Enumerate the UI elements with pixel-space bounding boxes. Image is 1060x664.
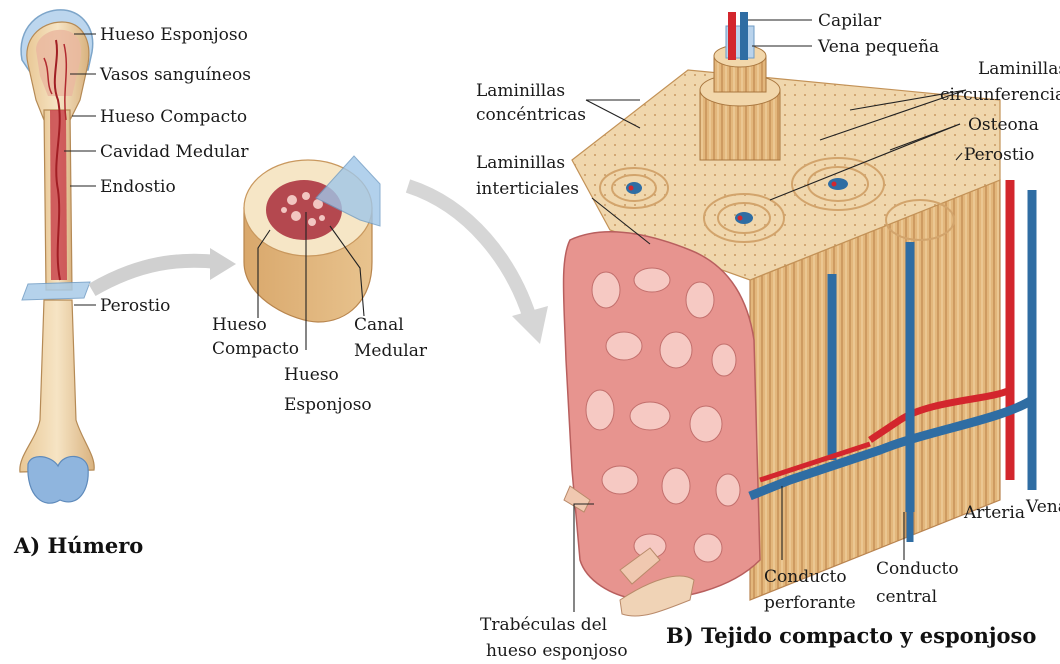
label-conducto-central-2: central xyxy=(876,587,937,607)
label-laminillas-circunferenciales-2: circunferenciales xyxy=(940,85,1060,105)
label-vena-pequena: Vena pequeña xyxy=(817,37,939,57)
label-trabeculas-2: hueso esponjoso xyxy=(486,641,628,661)
label-perostio-tissue: Perostio xyxy=(964,145,1034,165)
label-laminillas-concentricas-1: Laminillas xyxy=(476,81,565,101)
humerus-title: A) Húmero xyxy=(13,533,143,558)
label-section-hueso-2: Hueso xyxy=(284,365,339,385)
label-conducto-perforante-2: perforante xyxy=(764,593,856,613)
arrow-to-section-head xyxy=(210,248,236,280)
label-vena: Vena xyxy=(1025,497,1060,517)
telescoping-osteon xyxy=(700,12,780,160)
label-laminillas-interticiales-1: Laminillas xyxy=(476,153,565,173)
tissue-title: B) Tejido compacto y esponjoso xyxy=(666,623,1036,648)
humerus-shaft-lower xyxy=(20,300,94,472)
humerus-illustration xyxy=(20,10,94,503)
label-perostio-humerus: Perostio xyxy=(100,296,170,316)
label-laminillas-interticiales-2: interticiales xyxy=(476,179,579,199)
label-laminillas-circunferenciales-1: Laminillas xyxy=(978,59,1060,79)
label-section-compacto: Compacto xyxy=(212,339,299,359)
label-section-hueso: Hueso xyxy=(212,315,267,335)
label-capilar: Capilar xyxy=(818,11,882,31)
label-osteona: Osteona xyxy=(968,115,1039,135)
label-cavidad-medular: Cavidad Medular xyxy=(100,142,249,162)
arrow-to-tissue-head xyxy=(512,306,548,344)
cut-plane xyxy=(22,282,90,300)
label-conducto-central-1: Conducto xyxy=(876,559,959,579)
label-hueso-compacto: Hueso Compacto xyxy=(100,107,247,127)
arrow-to-section xyxy=(92,261,218,290)
label-hueso-esponjoso: Hueso Esponjoso xyxy=(100,25,248,45)
label-section-esponjoso: Esponjoso xyxy=(284,395,372,415)
section-labels: Hueso Compacto Hueso Esponjoso Canal Med… xyxy=(212,315,428,415)
label-trabeculas-1: Trabéculas del xyxy=(480,615,607,635)
label-vasos-sanguineos: Vasos sanguíneos xyxy=(99,65,251,85)
label-conducto-perforante-1: Conducto xyxy=(764,567,847,587)
label-laminillas-concentricas-2: concéntricas xyxy=(476,105,586,125)
label-section-canal: Canal xyxy=(354,315,404,335)
label-arteria: Arteria xyxy=(963,503,1025,523)
label-section-medular: Medular xyxy=(354,341,428,361)
arrow-to-tissue xyxy=(408,186,530,318)
label-endostio: Endostio xyxy=(100,177,176,197)
